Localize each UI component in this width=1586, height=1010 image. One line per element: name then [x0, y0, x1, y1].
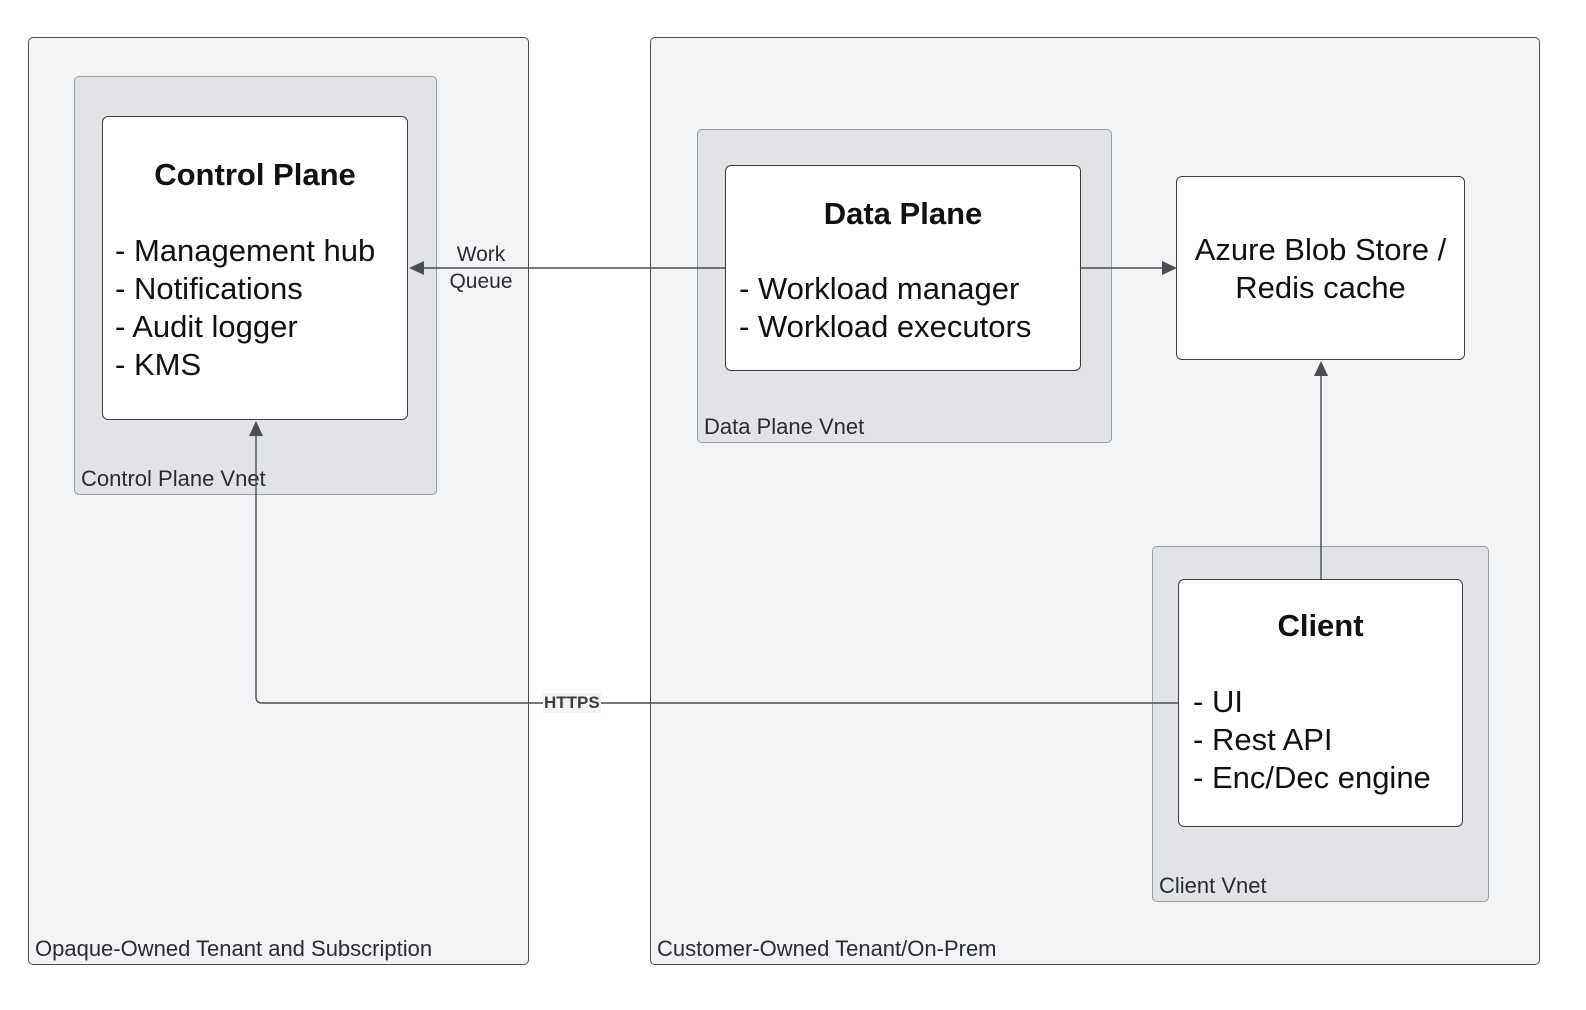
list-item: Enc/Dec engine: [1193, 759, 1431, 797]
opaque-tenant-label: Opaque-Owned Tenant and Subscription: [35, 936, 433, 961]
control-plane-items: Management hub Notifications Audit logge…: [115, 232, 375, 384]
client-title: Client: [1277, 608, 1364, 643]
list-item: Management hub: [115, 232, 375, 270]
list-item: Notifications: [115, 270, 375, 308]
control-plane-node: Control Plane Management hub Notificatio…: [102, 116, 408, 420]
list-item: KMS: [115, 346, 375, 384]
data-plane-title: Data Plane: [823, 196, 983, 231]
work-queue-label-line-2: Queue: [449, 270, 513, 293]
storage-node: Azure Blob Store / Redis cache: [1176, 176, 1465, 360]
storage-line-1: Azure Blob Store /: [1194, 232, 1447, 267]
customer-tenant-label: Customer-Owned Tenant/On-Prem: [657, 936, 997, 961]
list-item: Workload manager: [739, 270, 1031, 308]
list-item: Workload executors: [739, 308, 1031, 346]
list-item: Audit logger: [115, 308, 375, 346]
list-item: UI: [1193, 683, 1431, 721]
data-plane-vnet-label: Data Plane Vnet: [704, 414, 865, 439]
control-plane-title: Control Plane: [154, 157, 356, 192]
data-plane-node: Data Plane Workload manager Workload exe…: [725, 165, 1081, 371]
client-vnet-label: Client Vnet: [1159, 873, 1267, 898]
storage-line-2: Redis cache: [1235, 270, 1406, 305]
client-items: UI Rest API Enc/Dec engine: [1193, 683, 1431, 797]
control-plane-vnet-label: Control Plane Vnet: [81, 466, 266, 491]
data-plane-items: Workload manager Workload executors: [739, 270, 1031, 346]
list-item: Rest API: [1193, 721, 1431, 759]
work-queue-label-line-1: Work: [456, 243, 506, 266]
work-queue-label: Work Queue: [440, 241, 522, 295]
https-label: HTTPS: [543, 693, 601, 713]
client-node: Client UI Rest API Enc/Dec engine: [1178, 579, 1463, 827]
